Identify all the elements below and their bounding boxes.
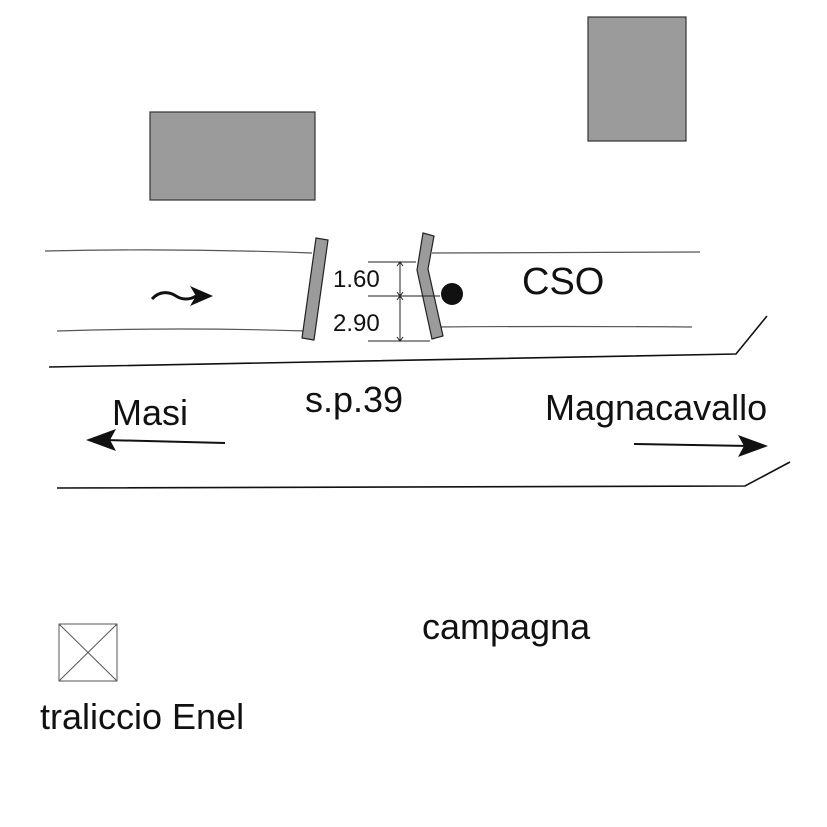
bridge-wall-left bbox=[301, 237, 329, 341]
road bbox=[48, 315, 791, 489]
canal-bank-upper-left bbox=[44, 249, 313, 254]
road-name-label: s.p.39 bbox=[305, 379, 403, 420]
arrow-east-icon bbox=[633, 435, 768, 457]
west-destination-label: Masi bbox=[112, 392, 188, 433]
pylon-label: traliccio Enel bbox=[40, 696, 244, 737]
canal bbox=[44, 249, 701, 332]
power-pylon-icon bbox=[58, 623, 118, 682]
east-destination-label: Magnacavallo bbox=[545, 387, 767, 428]
arrow-west-icon bbox=[86, 429, 226, 451]
dimension-lower: 2.90 bbox=[333, 310, 380, 337]
cso-label: CSO bbox=[522, 261, 604, 303]
building-right bbox=[587, 16, 687, 142]
canal-bank-upper-right bbox=[431, 251, 701, 254]
canal-bank-lower-left bbox=[56, 328, 307, 332]
field-label: campagna bbox=[422, 606, 591, 647]
water-flow-arrow-icon bbox=[150, 286, 213, 306]
building-left bbox=[149, 111, 316, 201]
canal-bank-lower-right bbox=[435, 325, 693, 328]
road-edge-upper bbox=[48, 315, 768, 368]
cso-point-icon bbox=[441, 283, 463, 305]
dimension-upper: 1.60 bbox=[333, 266, 380, 293]
bridge-wall-right bbox=[416, 232, 444, 340]
road-edge-lower bbox=[56, 461, 791, 489]
dimension-lines bbox=[368, 261, 440, 342]
